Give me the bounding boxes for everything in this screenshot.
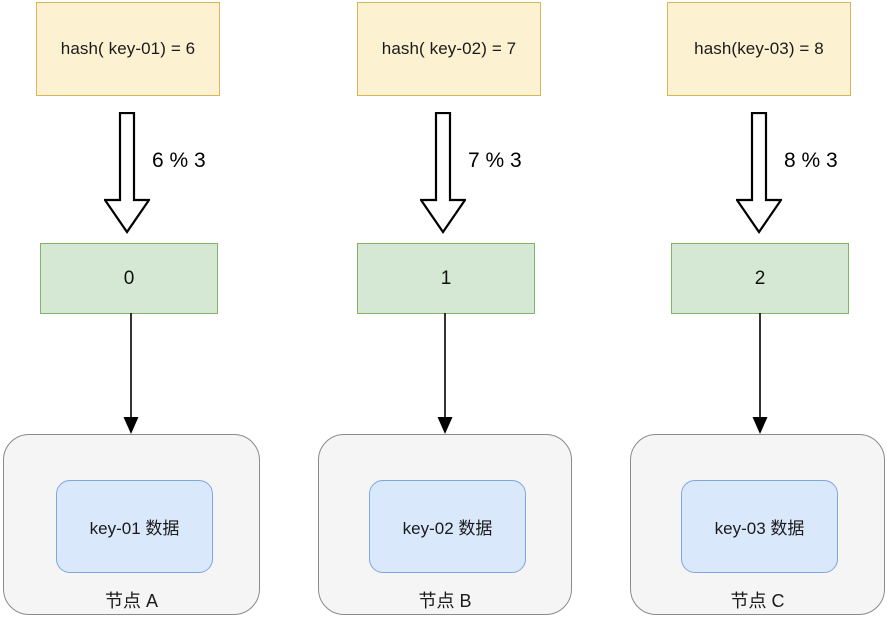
hash-expression-text: hash(key-03) = 8	[694, 39, 824, 58]
slot-box-0: 0	[40, 243, 218, 314]
slot-index-text: 2	[754, 267, 766, 289]
connector-arrow-icon-3	[747, 313, 773, 435]
connector-arrow-icon-1	[118, 313, 144, 435]
hash-box-key-02: hash( key-02) = 7	[357, 2, 541, 96]
slot-box-1: 1	[357, 243, 535, 314]
node-container-a: key-01 数据 节点 A	[3, 434, 260, 615]
slot-index-text: 1	[440, 267, 452, 289]
connector-arrow-icon-2	[432, 313, 458, 435]
node-label-b: 节点 B	[418, 591, 472, 611]
slot-index-text: 0	[123, 267, 135, 289]
node-label-c: 节点 C	[730, 591, 785, 611]
data-label-text: key-02 数据	[402, 519, 493, 538]
data-label-text: key-01 数据	[89, 519, 180, 538]
block-arrow-down-icon-1	[104, 112, 150, 234]
node-container-b: key-02 数据 节点 B	[318, 434, 572, 615]
hash-expression-text: hash( key-01) = 6	[60, 39, 196, 58]
mod-label-2: 7 % 3	[468, 149, 522, 172]
data-box-key-02: key-02 数据	[369, 480, 526, 573]
hash-box-key-01: hash( key-01) = 6	[36, 2, 220, 96]
data-box-key-01: key-01 数据	[56, 480, 213, 573]
hash-box-key-03: hash(key-03) = 8	[667, 2, 851, 96]
mod-label-3: 8 % 3	[784, 149, 838, 172]
node-label-a: 节点 A	[104, 591, 158, 611]
data-box-key-03: key-03 数据	[681, 480, 838, 573]
mod-label-1: 6 % 3	[152, 149, 206, 172]
data-label-text: key-03 数据	[714, 519, 805, 538]
hash-expression-text: hash( key-02) = 7	[381, 39, 517, 58]
block-arrow-down-icon-2	[420, 112, 466, 234]
node-container-c: key-03 数据 节点 C	[630, 434, 885, 615]
block-arrow-down-icon-3	[736, 112, 782, 234]
slot-box-2: 2	[671, 243, 849, 314]
